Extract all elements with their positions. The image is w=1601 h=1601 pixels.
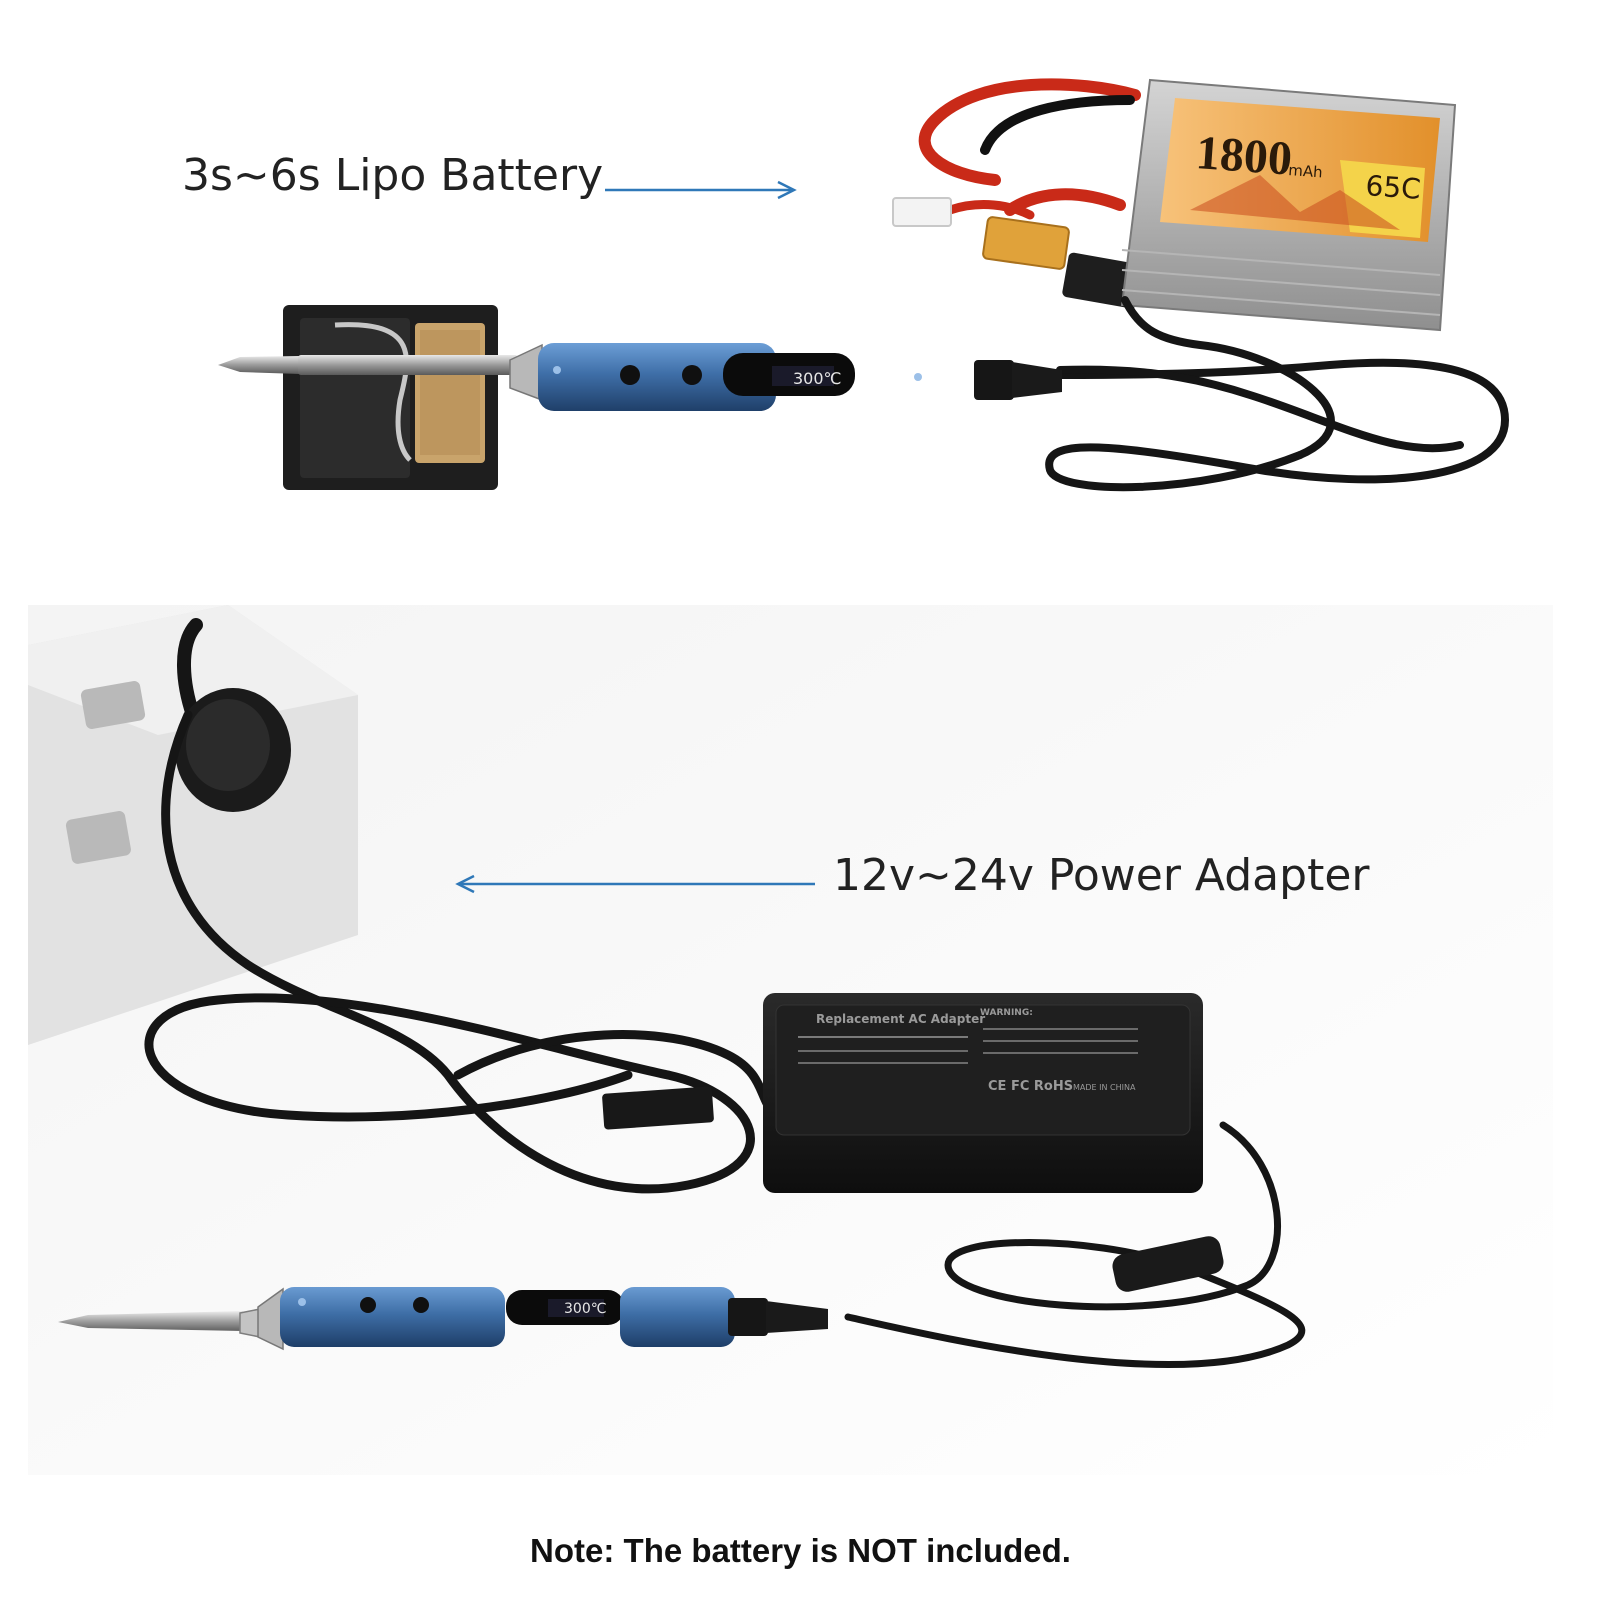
adapter-scene: Replacement AC Adapter WARNING: CE FC Ro…: [28, 605, 1553, 1475]
adapter-made-in: MADE IN CHINA: [1073, 1083, 1136, 1092]
power-adapter: [763, 993, 1203, 1193]
ferrite-bead: [1112, 1236, 1224, 1292]
battery-scene: 1800 mAh 65C 300℃: [218, 78, 1510, 492]
adapter-warning: WARNING:: [980, 1008, 1033, 1018]
adapter-label: 12v~24v Power Adapter: [833, 850, 1370, 901]
ac-connector: [602, 1086, 714, 1130]
ac-cable: [144, 710, 783, 1194]
adapter-title: Replacement AC Adapter: [816, 1012, 985, 1026]
battery-label: 3s~6s Lipo Battery: [182, 150, 604, 201]
iron-display-bottom: 300℃: [564, 1301, 606, 1317]
iron-stand: [283, 305, 498, 490]
adapter-marks: CE FC RoHS: [988, 1079, 1073, 1094]
battery-wires: [918, 78, 1141, 220]
battery-capacity: 1800: [1194, 126, 1293, 186]
soldering-iron-bottom: [58, 1287, 828, 1351]
iron-cable: [1045, 296, 1510, 492]
battery-unit: mAh: [1288, 161, 1324, 181]
soldering-iron-top: [218, 343, 1062, 411]
wall-plug: [175, 618, 291, 812]
arrow-to-battery: [605, 180, 797, 200]
battery-note: Note: The battery is NOT included.: [530, 1532, 1071, 1569]
iron-display-top: 300℃: [793, 369, 842, 388]
balance-connector: [892, 197, 952, 227]
xt60-connector: [982, 216, 1143, 309]
lipo-battery: [1120, 78, 1457, 332]
dc-cable: [844, 1121, 1306, 1368]
battery-c-rating: 65C: [1365, 169, 1422, 206]
arrow-to-outlet: [455, 874, 815, 894]
